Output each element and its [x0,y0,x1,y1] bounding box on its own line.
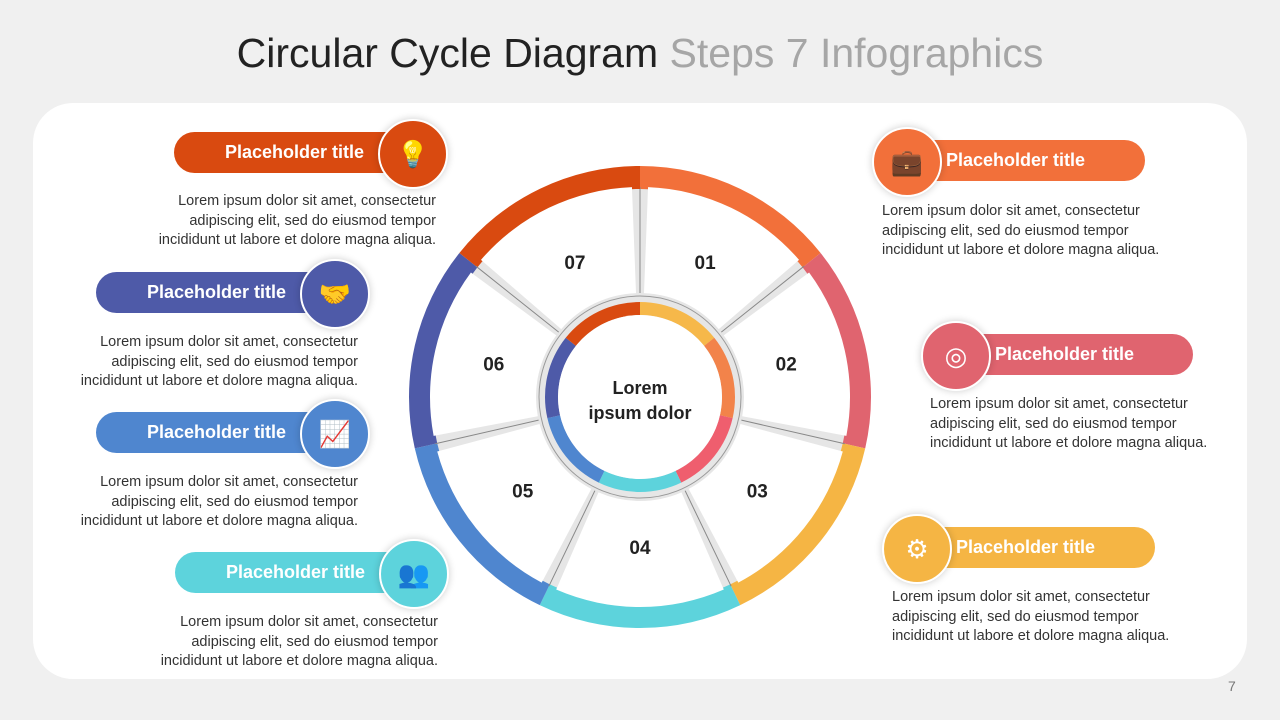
item-description: Lorem ipsum dolor sit amet, consectetur a… [28,333,358,392]
briefcase-gear-icon: 💼 [872,127,942,197]
item-title: Placeholder title [946,150,1086,170]
item-description: Lorem ipsum dolor sit amet, consectetur a… [28,473,358,532]
segment-number: 06 [483,355,504,376]
inner-ring-segment [640,302,715,346]
description-line: incididunt ut labore et dolore magna ali… [80,373,358,389]
segment-divider [475,265,560,333]
segment-number: 02 [776,355,797,376]
center-text-line2: ipsum dolor [589,403,692,423]
lightbulb-icon: 💡 [378,119,448,189]
inner-outline [538,295,742,499]
outer-ring-segment-01 [640,166,821,268]
segment-divider [720,265,805,333]
description-line: adipiscing elit, sed do eiusmod tempor [111,353,358,370]
title-main: Circular Cycle Diagram [236,30,659,76]
item-description: Lorem ipsum dolor sit amet, consectetur a… [108,613,438,672]
inner-ring-segment [547,415,605,483]
item-description: Lorem ipsum dolor sit amet, consectetur a… [892,588,1222,647]
description-line: Lorem ipsum dolor sit amet, consectetur [180,614,438,630]
segment-divider [435,419,539,445]
item-description: Lorem ipsum dolor sit amet, consectetur a… [882,202,1212,261]
item-title: Placeholder title [224,142,364,162]
inner-ring-segment [545,337,576,419]
description-line: incididunt ut labore et dolore magna ali… [80,513,358,529]
segment-card-01 [643,187,800,330]
outer-ring-segment-02 [802,252,872,449]
slide-title: Circular Cycle Diagram Steps 7 Infograph… [0,30,1280,77]
handshake-icon: 🤝 [300,259,370,329]
description-line: adipiscing elit, sed do eiusmod tempor [189,212,436,229]
title-pill-4: Placeholder title [175,552,420,593]
item-title: Placeholder title [225,562,365,582]
page-number: 7 [1228,678,1236,694]
center-text-line1: Lorem [612,378,667,398]
description-line: Lorem ipsum dolor sit amet, consectetur [100,334,358,350]
segment-card-05 [437,424,592,583]
description-line: adipiscing elit, sed do eiusmod tempor [111,493,358,510]
segment-card-03 [688,424,843,583]
segment-number: 01 [695,253,717,274]
item-title: Placeholder title [956,537,1096,557]
description-line: Lorem ipsum dolor sit amet, consectetur [882,203,1140,219]
segment-number: 07 [564,253,585,274]
gears-icon: ⚙ [882,514,952,584]
segment-divider [684,490,732,587]
description-line: adipiscing elit, sed do eiusmod tempor [892,608,1139,625]
segment-card-04 [556,492,724,608]
item-title: Placeholder title [146,422,286,442]
description-line: incididunt ut labore et dolore magna ali… [158,232,436,248]
description-line: Lorem ipsum dolor sit amet, consectetur [892,589,1150,605]
description-line: Lorem ipsum dolor sit amet, consectetur [178,193,436,209]
segment-card-07 [480,187,637,330]
item-description: Lorem ipsum dolor sit amet, consectetur a… [930,395,1260,454]
outer-ring-segment-06 [409,252,478,449]
title-pill-7: Placeholder title [174,132,420,173]
description-line: incididunt ut labore et dolore magna ali… [930,435,1208,451]
item-title: Placeholder title [995,344,1135,364]
outer-ring-segment-07 [459,166,640,268]
item-title: Placeholder title [146,282,286,302]
inner-ring-segment [675,415,733,483]
inner-ring-segment [565,302,640,346]
item-description: Lorem ipsum dolor sit amet, consectetur a… [106,192,436,251]
segment-card-06 [430,272,557,436]
title-sub: Steps 7 Infographics [669,30,1044,76]
segment-card-02 [723,272,850,436]
inner-ring-segment [704,337,735,419]
description-line: adipiscing elit, sed do eiusmod tempor [930,415,1177,432]
segment-number: 05 [512,482,534,503]
description-line: Lorem ipsum dolor sit amet, consectetur [930,396,1188,412]
inner-ring-segment [598,470,682,492]
description-line: incididunt ut labore et dolore magna ali… [892,628,1170,644]
description-line: incididunt ut labore et dolore magna ali… [160,653,438,669]
segment-number: 04 [629,538,651,559]
growth-chart-icon: 📈 [300,399,370,469]
target-icon: ◎ [921,321,991,391]
center-circle [558,315,722,479]
segment-divider [741,419,845,445]
description-line: adipiscing elit, sed do eiusmod tempor [191,633,438,650]
description-line: Lorem ipsum dolor sit amet, consectetur [100,474,358,490]
team-icon: 👥 [379,539,449,609]
description-line: adipiscing elit, sed do eiusmod tempor [882,222,1129,239]
description-line: incididunt ut labore et dolore magna ali… [882,242,1160,258]
segment-divider [548,490,596,587]
segment-number: 03 [747,482,768,503]
